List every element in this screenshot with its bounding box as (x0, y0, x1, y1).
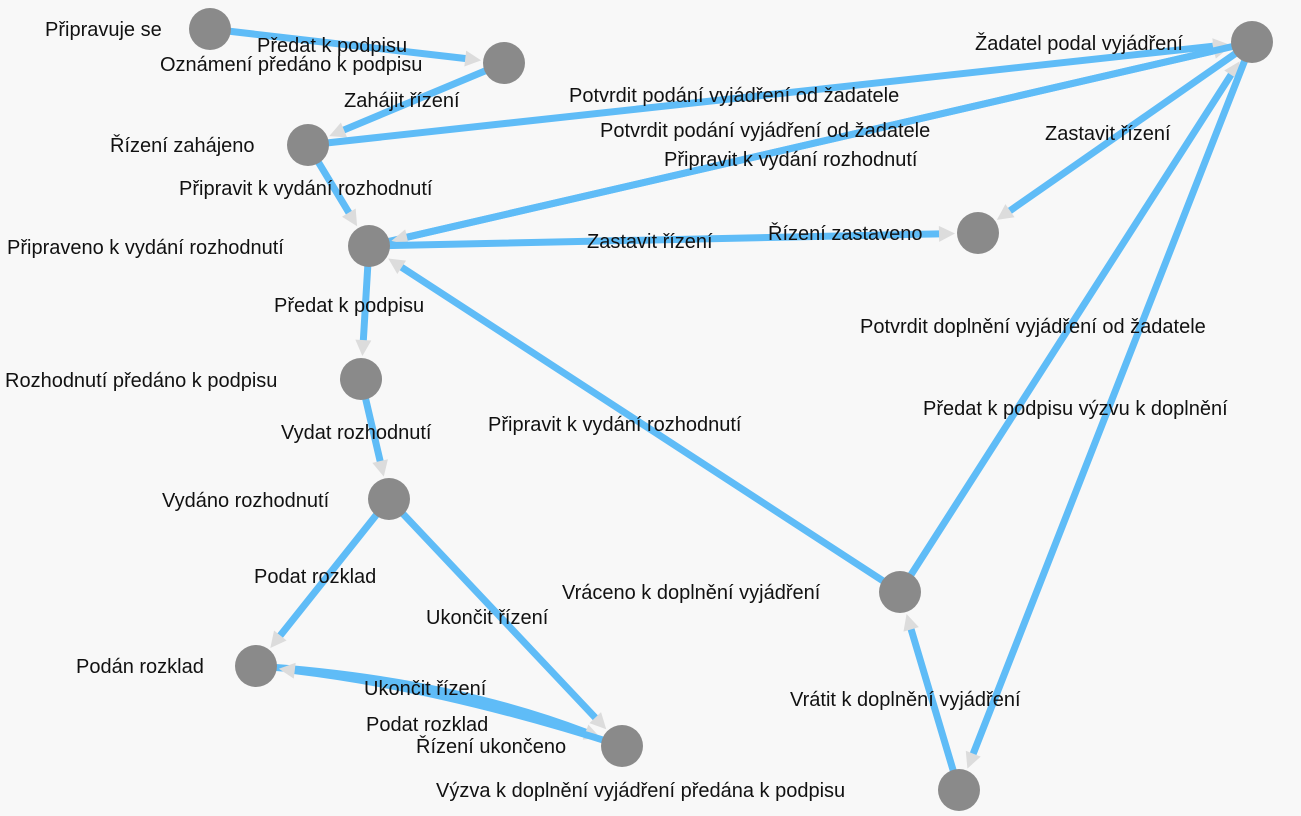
state-label: Řízení zahájeno (110, 134, 255, 157)
edge-line (365, 230, 943, 250)
edge-label: Vydat rozhodnutí (281, 422, 432, 444)
edge-arrowhead (270, 630, 287, 649)
edge-line (907, 625, 963, 794)
state-node[interactable] (483, 42, 525, 84)
edge-label: Zastavit řízení (1045, 123, 1171, 145)
state-label: Vráceno k doplnění vyjádření (562, 582, 821, 604)
state-node[interactable] (957, 212, 999, 254)
edge-label: Potvrdit podání vyjádření od žadatele (600, 120, 930, 142)
edge-label: Předat k podpisu výzvu k doplnění (923, 398, 1228, 420)
edge-label: Potvrdit doplnění vyjádření od žadatele (860, 316, 1206, 338)
state-node[interactable] (189, 8, 231, 50)
edge-label: Ukončit řízení (426, 607, 549, 629)
state-node[interactable] (1231, 21, 1273, 63)
edge-label: Podat rozklad (254, 566, 376, 588)
edge-arrowhead (388, 258, 407, 274)
edge-line (896, 71, 1235, 596)
edge-arrowhead (903, 614, 919, 632)
edge-line (291, 667, 626, 750)
edge-line (403, 38, 1256, 241)
edge-line (1006, 38, 1256, 215)
state-label: Vydáno rozhodnutí (162, 490, 330, 512)
edge-label: Podat rozklad (366, 714, 488, 736)
edge-line (340, 59, 508, 134)
edge-arrowhead (391, 229, 409, 246)
state-node[interactable] (938, 769, 980, 811)
edge-label: Připravit k vydání rozhodnutí (488, 414, 742, 436)
edge-line (385, 495, 599, 722)
edge-label: Vrátit k doplnění vyjádření (790, 689, 1021, 711)
state-label: Žadatel podal vyjádření (975, 32, 1183, 55)
edge-arrowhead (329, 122, 348, 138)
state-label: Podán rozklad (76, 656, 204, 678)
edge-arrowhead (464, 50, 482, 67)
edge-arrowhead (341, 208, 358, 227)
state-node[interactable] (601, 725, 643, 767)
edge-line (304, 42, 1217, 149)
edge-arrowhead (355, 339, 372, 357)
state-node[interactable] (340, 358, 382, 400)
edge-arrowhead (278, 662, 296, 679)
edge-line (969, 38, 1256, 758)
state-node[interactable] (348, 225, 390, 267)
state-label: Připraveno k vydání rozhodnutí (7, 237, 284, 259)
state-label: Výzva k doplnění vyjádření předána k pod… (436, 780, 845, 802)
edge-label: Zastavit řízení (587, 231, 713, 253)
state-label: Řízení zastaveno (768, 222, 923, 245)
edge-label: Připravit k vydání rozhodnutí (664, 149, 918, 171)
state-node[interactable] (879, 571, 921, 613)
edge-arrowhead (372, 459, 388, 477)
edge-arrowhead (589, 712, 607, 730)
state-node[interactable] (287, 124, 329, 166)
state-label: Oznámení předáno k podpisu (160, 54, 422, 76)
edge-label: Ukončit řízení (364, 678, 487, 700)
edge-line (276, 495, 393, 639)
state-node[interactable] (235, 645, 277, 687)
state-label: Připravuje se (45, 19, 162, 41)
edge-label: Potvrdit podání vyjádření od žadatele (569, 85, 899, 107)
edge-arrowhead (996, 204, 1015, 220)
edge-arrowhead (965, 750, 981, 769)
edge-label: Předat k podpisu (274, 295, 424, 317)
edge-label: Předat k podpisu (257, 35, 407, 57)
edge-line (206, 25, 469, 63)
edges-layer (206, 25, 1256, 794)
edge-label: Připravit k vydání rozhodnutí (179, 178, 433, 200)
state-node[interactable] (368, 478, 410, 520)
nodes-layer (189, 8, 1273, 811)
edge-label: Zahájit řízení (344, 90, 460, 112)
edge-arrowhead (938, 225, 956, 242)
edge-line (398, 263, 904, 596)
state-label: Řízení ukončeno (416, 735, 566, 758)
state-label: Rozhodnutí předáno k podpisu (5, 370, 277, 392)
